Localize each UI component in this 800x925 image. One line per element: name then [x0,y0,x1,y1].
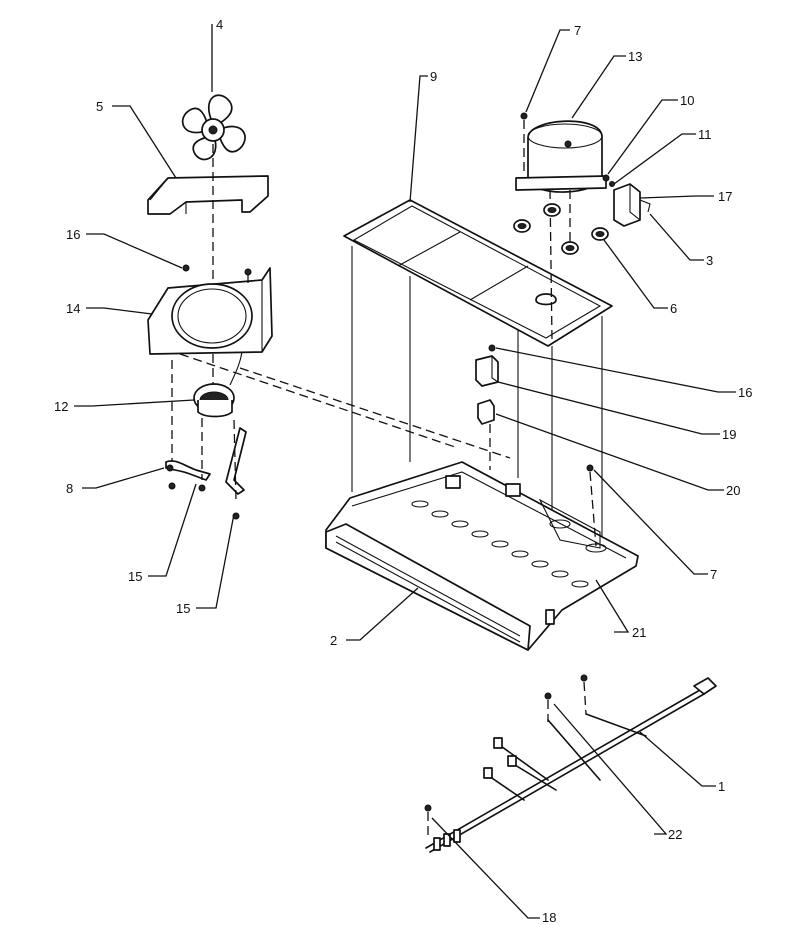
callout-18: 18 [542,910,556,925]
callout-15: 15 [128,569,142,584]
wire-harness[interactable] [425,677,717,853]
callout-10: 10 [680,93,694,108]
grommet[interactable] [513,219,531,233]
callout-5: 5 [96,99,103,114]
callout-4: 4 [216,17,223,32]
top-cover-panel[interactable] [343,199,613,347]
callout-17: 17 [718,189,732,204]
motor-bracket-right[interactable] [225,427,247,495]
grommet[interactable] [543,203,561,217]
callout-16: 16 [738,385,752,400]
callout-15: 15 [176,601,190,616]
fan-blade[interactable] [181,94,246,161]
callout-7: 7 [710,567,717,582]
callout-9: 9 [430,69,437,84]
fan-motor[interactable] [193,351,243,418]
grommet[interactable] [591,227,609,241]
fan-bracket[interactable] [147,175,269,215]
callout-16: 16 [66,227,80,242]
callout-20: 20 [726,483,740,498]
callout-2: 2 [330,633,337,648]
callout-22: 22 [668,827,682,842]
callout-21: 21 [632,625,646,640]
callout-12: 12 [54,399,68,414]
leader-lines [74,24,736,919]
motor-bracket-left[interactable] [165,460,211,481]
callout-3: 3 [706,253,713,268]
callout-7: 7 [574,23,581,38]
callout-14: 14 [66,301,80,316]
callout-19: 19 [722,427,736,442]
compressor[interactable] [515,120,607,193]
callout-13: 13 [628,49,642,64]
control-relay[interactable] [475,355,499,387]
callout-labels: 4 5 16 14 12 8 15 15 9 7 13 10 11 17 3 6… [54,17,752,925]
callout-8: 8 [66,481,73,496]
control-switch[interactable] [477,399,495,425]
callout-11: 11 [698,127,712,142]
fan-shroud[interactable] [147,264,273,355]
callout-6: 6 [670,301,677,316]
grommet[interactable] [561,241,579,255]
callout-1: 1 [718,779,725,794]
relay-overload[interactable] [613,183,651,227]
base-pan[interactable] [325,461,639,651]
